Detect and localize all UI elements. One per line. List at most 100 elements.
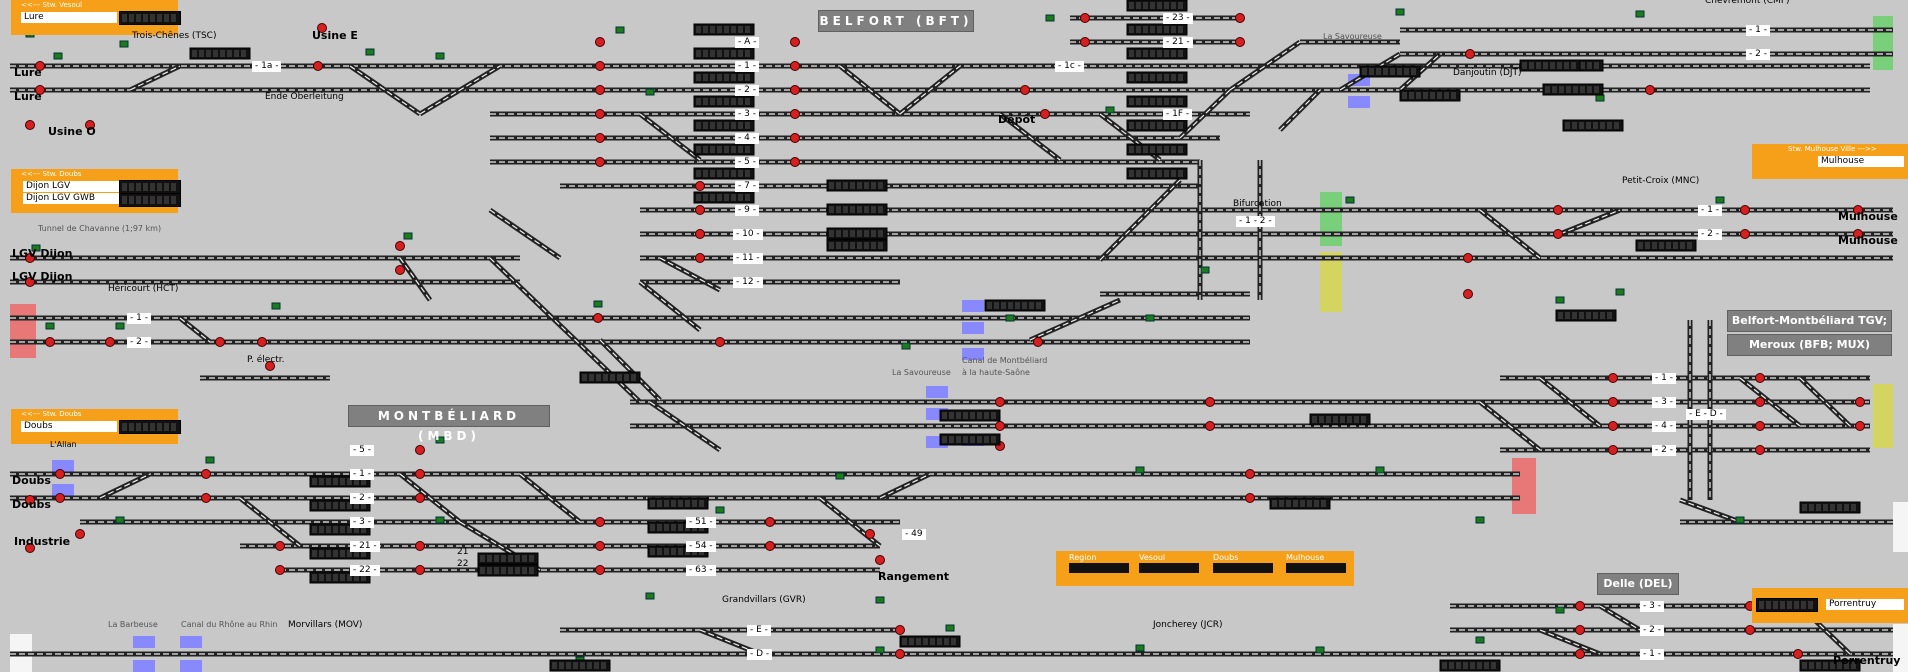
signal-head-icon[interactable] xyxy=(1080,37,1090,47)
signal-head-icon[interactable] xyxy=(715,506,725,514)
signal-head-icon[interactable] xyxy=(1853,229,1863,239)
signal-head-icon[interactable] xyxy=(1645,85,1655,95)
signal-head-icon[interactable] xyxy=(53,52,63,60)
signal-head-icon[interactable] xyxy=(55,493,65,503)
signal-head-icon[interactable] xyxy=(1740,229,1750,239)
signal-head-icon[interactable] xyxy=(1553,205,1563,215)
stw-porrentruy-box[interactable]: Porrentruy xyxy=(1752,588,1908,623)
signal-head-icon[interactable] xyxy=(595,85,605,95)
signal-head-icon[interactable] xyxy=(1045,14,1055,22)
track-segment[interactable] xyxy=(397,256,433,302)
signal-head-icon[interactable] xyxy=(1135,644,1145,652)
signal-head-icon[interactable] xyxy=(1395,8,1405,16)
signal-head-icon[interactable] xyxy=(835,472,845,480)
signal-head-icon[interactable] xyxy=(35,85,45,95)
signal-head-icon[interactable] xyxy=(595,565,605,575)
signal-head-icon[interactable] xyxy=(119,40,129,48)
signal-head-icon[interactable] xyxy=(1005,314,1015,322)
signal-head-icon[interactable] xyxy=(1205,421,1215,431)
signal-head-icon[interactable] xyxy=(790,157,800,167)
signal-head-icon[interactable] xyxy=(1755,445,1765,455)
signal-head-icon[interactable] xyxy=(275,565,285,575)
signal-head-icon[interactable] xyxy=(435,436,445,444)
signal-head-icon[interactable] xyxy=(995,397,1005,407)
signal-head-icon[interactable] xyxy=(1463,289,1473,299)
signal-head-icon[interactable] xyxy=(1608,445,1618,455)
signal-head-icon[interactable] xyxy=(403,232,413,240)
status-indicator[interactable] xyxy=(1069,563,1129,573)
signal-head-icon[interactable] xyxy=(365,48,375,56)
signal-head-icon[interactable] xyxy=(1555,606,1565,614)
signal-head-icon[interactable] xyxy=(595,517,605,527)
signal-head-icon[interactable] xyxy=(901,342,911,350)
signal-head-icon[interactable] xyxy=(1475,516,1485,524)
signal-head-icon[interactable] xyxy=(595,157,605,167)
signal-head-icon[interactable] xyxy=(1608,397,1618,407)
signal-head-icon[interactable] xyxy=(1245,469,1255,479)
signal-head-icon[interactable] xyxy=(1245,493,1255,503)
signal-head-icon[interactable] xyxy=(201,493,211,503)
signal-head-icon[interactable] xyxy=(865,529,875,539)
signal-head-icon[interactable] xyxy=(1553,229,1563,239)
signal-head-icon[interactable] xyxy=(45,322,55,330)
signal-head-icon[interactable] xyxy=(595,37,605,47)
signal-head-icon[interactable] xyxy=(25,120,35,130)
signal-head-icon[interactable] xyxy=(435,516,445,524)
signal-head-icon[interactable] xyxy=(875,596,885,604)
signal-head-icon[interactable] xyxy=(1855,397,1865,407)
signal-head-icon[interactable] xyxy=(790,85,800,95)
stw-mulhouse-box[interactable]: Stw. Mulhouse Ville --->> Mulhouse xyxy=(1752,144,1908,179)
signal-head-icon[interactable] xyxy=(1755,373,1765,383)
signal-head-icon[interactable] xyxy=(1595,94,1605,102)
signal-head-icon[interactable] xyxy=(790,133,800,143)
signal-head-icon[interactable] xyxy=(201,469,211,479)
signal-head-icon[interactable] xyxy=(593,313,603,323)
signal-head-icon[interactable] xyxy=(895,625,905,635)
signal-head-icon[interactable] xyxy=(1608,373,1618,383)
signal-head-icon[interactable] xyxy=(1463,253,1473,263)
signal-head-icon[interactable] xyxy=(313,61,323,71)
signal-head-icon[interactable] xyxy=(85,120,95,130)
signal-head-icon[interactable] xyxy=(1375,466,1385,474)
signal-head-icon[interactable] xyxy=(615,26,625,34)
signal-head-icon[interactable] xyxy=(1745,625,1755,635)
signal-head-icon[interactable] xyxy=(25,253,35,263)
signal-head-icon[interactable] xyxy=(875,555,885,565)
signal-head-icon[interactable] xyxy=(1020,85,1030,95)
signal-head-icon[interactable] xyxy=(1235,13,1245,23)
signal-head-icon[interactable] xyxy=(765,541,775,551)
signal-head-icon[interactable] xyxy=(1853,205,1863,215)
signal-head-icon[interactable] xyxy=(415,565,425,575)
status-indicator[interactable] xyxy=(1139,563,1199,573)
signal-head-icon[interactable] xyxy=(415,493,425,503)
signal-head-icon[interactable] xyxy=(1080,13,1090,23)
signal-head-icon[interactable] xyxy=(593,300,603,308)
signal-head-icon[interactable] xyxy=(1575,649,1585,659)
signal-head-icon[interactable] xyxy=(1465,49,1475,59)
signal-head-icon[interactable] xyxy=(1715,196,1725,204)
signal-head-icon[interactable] xyxy=(395,241,405,251)
signal-head-icon[interactable] xyxy=(1235,37,1245,47)
signal-head-icon[interactable] xyxy=(105,337,115,347)
signal-head-icon[interactable] xyxy=(645,592,655,600)
signal-head-icon[interactable] xyxy=(215,337,225,347)
status-indicator[interactable] xyxy=(1286,563,1346,573)
stw-vesoul-box[interactable]: <<--- Stw. Vesoul Lure xyxy=(11,0,181,35)
signal-head-icon[interactable] xyxy=(1135,466,1145,474)
signal-head-icon[interactable] xyxy=(1315,646,1325,654)
signal-head-icon[interactable] xyxy=(25,277,35,287)
signal-head-icon[interactable] xyxy=(1475,636,1485,644)
signal-head-icon[interactable] xyxy=(595,133,605,143)
signal-head-icon[interactable] xyxy=(1200,266,1210,274)
signal-head-icon[interactable] xyxy=(1040,109,1050,119)
signal-head-icon[interactable] xyxy=(695,253,705,263)
signal-head-icon[interactable] xyxy=(1345,196,1355,204)
signal-head-icon[interactable] xyxy=(1033,337,1043,347)
signal-head-icon[interactable] xyxy=(257,337,267,347)
signal-head-icon[interactable] xyxy=(1755,421,1765,431)
signal-head-icon[interactable] xyxy=(995,421,1005,431)
signal-head-icon[interactable] xyxy=(115,516,125,524)
signal-head-icon[interactable] xyxy=(415,469,425,479)
signal-head-icon[interactable] xyxy=(317,23,327,33)
signal-head-icon[interactable] xyxy=(1635,10,1645,18)
